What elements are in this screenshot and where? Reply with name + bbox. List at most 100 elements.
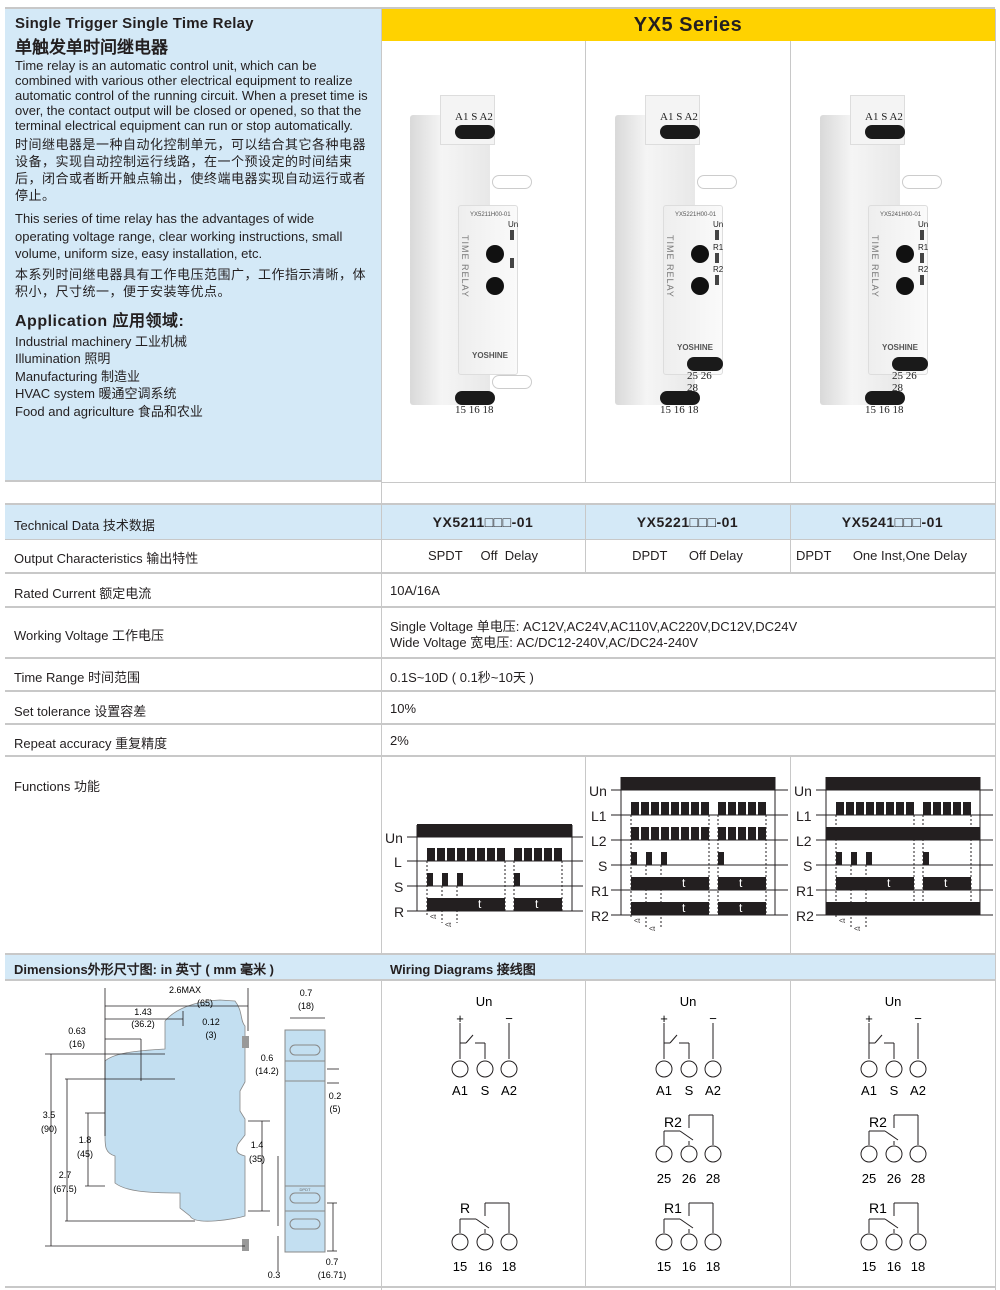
intro-para2-en: This series of time relay has the advant… (15, 211, 343, 261)
row-divider (5, 572, 995, 574)
output-label: Output Characteristics 输出特性 (14, 551, 199, 566)
svg-text:S: S (890, 1083, 899, 1098)
svg-text:R1: R1 (796, 883, 814, 899)
wiring-diagram-yx5241: Un + − A1 S A2 R2 25 26 28 R1 15 16 18 (860, 994, 927, 1274)
row-divider (5, 979, 995, 981)
svg-text:16: 16 (682, 1259, 696, 1274)
svg-text:26: 26 (887, 1171, 901, 1186)
svg-text:(45): (45) (77, 1149, 93, 1159)
svg-text:L1: L1 (591, 808, 607, 824)
row-divider (5, 503, 995, 505)
svg-text:16: 16 (478, 1259, 492, 1274)
svg-text:0.12: 0.12 (202, 1017, 220, 1027)
model-header-yx5241: YX5241□□□-01 (841, 514, 944, 530)
output-value-yx5211: SPDT Off Delay (427, 548, 539, 563)
svg-text:A1: A1 (452, 1083, 468, 1098)
application-list: Industrial machinery 工业机械 Illumination 照… (15, 333, 371, 421)
intro-para2-cn: 本系列时间继电器具有工作电压范围广，工作指示清晰，体积小，尺寸统一，便于安装等优… (15, 266, 367, 299)
svg-text:18: 18 (706, 1259, 720, 1274)
functions-label: Functions 功能 (14, 779, 100, 794)
svg-text:16: 16 (887, 1259, 901, 1274)
svg-text:(36.2): (36.2) (131, 1019, 155, 1029)
svg-text:S: S (394, 879, 403, 895)
svg-text:1.43: 1.43 (134, 1007, 152, 1017)
svg-text:Un: Un (680, 994, 697, 1009)
svg-text:1.8: 1.8 (79, 1135, 92, 1145)
svg-text:(90): (90) (41, 1124, 57, 1134)
wiring-title: Wiring Diagrams 接线图 (390, 962, 536, 977)
current-value: 10A/16A (390, 583, 440, 598)
row-divider (5, 539, 995, 540)
svg-text:<t: <t (649, 926, 655, 933)
svg-text:A1: A1 (656, 1083, 672, 1098)
title-en: Single Trigger Single Time Relay (15, 15, 254, 32)
repeat-value: 2% (390, 733, 409, 748)
tolerance-value: 10% (390, 701, 417, 716)
application-title: Application 应用领域: (15, 312, 185, 330)
row-divider (5, 606, 995, 608)
svg-text:S: S (685, 1083, 694, 1098)
column-divider (790, 41, 791, 482)
dimensions-wiring-header (5, 955, 995, 979)
photo-divider (381, 482, 995, 483)
timing-diagram-yx5241: Un L1 L2 S R1 R2 t t <t <t (794, 777, 993, 933)
tolerance-label: Set tolerance 设置容差 (14, 704, 147, 719)
svg-text:(16): (16) (69, 1039, 85, 1049)
svg-text:R2: R2 (796, 908, 814, 924)
product-image-yx5241: A1 S A2 YX5241H00-01 Un R1 R2 TIME RELAY… (810, 95, 942, 416)
svg-text:28: 28 (911, 1171, 925, 1186)
svg-text:(16.71): (16.71) (318, 1270, 347, 1280)
svg-text:15: 15 (862, 1259, 876, 1274)
svg-text:t: t (739, 876, 743, 890)
title-cn: 单触发单时间继电器 (15, 38, 168, 57)
intro-para1-cn: 时间继电器是一种自动化控制单元，可以结合其它各种电器设备，实现自动控制运行线路，… (15, 137, 367, 203)
application-item: HVAC system 暖通空调系统 (15, 386, 177, 401)
svg-text:(18): (18) (298, 1001, 314, 1011)
time-range-label: Time Range 时间范围 (14, 670, 140, 685)
svg-text:15: 15 (453, 1259, 467, 1274)
svg-text:25: 25 (657, 1171, 671, 1186)
svg-text:28: 28 (706, 1171, 720, 1186)
svg-text:0.2: 0.2 (329, 1091, 342, 1101)
intro-para1-en: Time relay is an automatic control unit,… (15, 58, 368, 133)
svg-text:t: t (944, 876, 948, 890)
timing-diagram-yx5211: Un L S R t t <t <t (385, 824, 583, 929)
row-divider (5, 690, 995, 692)
svg-text:R1: R1 (664, 1200, 682, 1216)
svg-text:−: − (709, 1011, 717, 1026)
svg-text:t: t (739, 901, 743, 915)
intro-divider (5, 480, 381, 482)
svg-text:t: t (682, 901, 686, 915)
svg-text:Un: Un (885, 994, 902, 1009)
svg-text:A2: A2 (910, 1083, 926, 1098)
svg-text:2.6MAX: 2.6MAX (169, 985, 201, 995)
svg-text:<t: <t (445, 922, 451, 929)
svg-text:(67.5): (67.5) (53, 1184, 77, 1194)
svg-text:Un: Un (476, 994, 493, 1009)
column-divider (790, 757, 791, 953)
svg-text:18: 18 (502, 1259, 516, 1274)
timing-diagram-yx5221: Un L1 L2 S R1 R2 t t t t <t <t (589, 777, 788, 933)
svg-text:A2: A2 (501, 1083, 517, 1098)
svg-text:A2: A2 (705, 1083, 721, 1098)
column-divider (585, 41, 586, 482)
svg-text:(65): (65) (197, 998, 213, 1008)
column-divider (585, 757, 586, 953)
svg-text:<t: <t (854, 926, 860, 933)
product-image-yx5221: A1 S A2 YX5221H00-01 Un R1 R2 TIME RELAY… (605, 95, 737, 416)
intro-panel: Single Trigger Single Time Relay 单触发单时间继… (5, 9, 381, 480)
voltage-label: Working Voltage 工作电压 (14, 628, 165, 643)
svg-text:S: S (803, 858, 812, 874)
svg-text:R: R (394, 904, 404, 920)
svg-text:(3): (3) (206, 1030, 217, 1040)
svg-text:<t: <t (634, 918, 640, 925)
svg-text:26: 26 (682, 1171, 696, 1186)
svg-text:R1: R1 (869, 1200, 887, 1216)
svg-text:L2: L2 (796, 833, 812, 849)
repeat-label: Repeat accuracy 重复精度 (14, 736, 168, 751)
wiring-diagram-yx5221: Un + − A1 S A2 R2 25 26 28 R1 15 16 18 (655, 994, 722, 1274)
model-header-yx5211: YX5211□□□-01 (432, 514, 534, 530)
svg-text:(5): (5) (330, 1104, 341, 1114)
svg-text:R2: R2 (869, 1114, 887, 1130)
svg-text:1.4: 1.4 (251, 1140, 264, 1150)
